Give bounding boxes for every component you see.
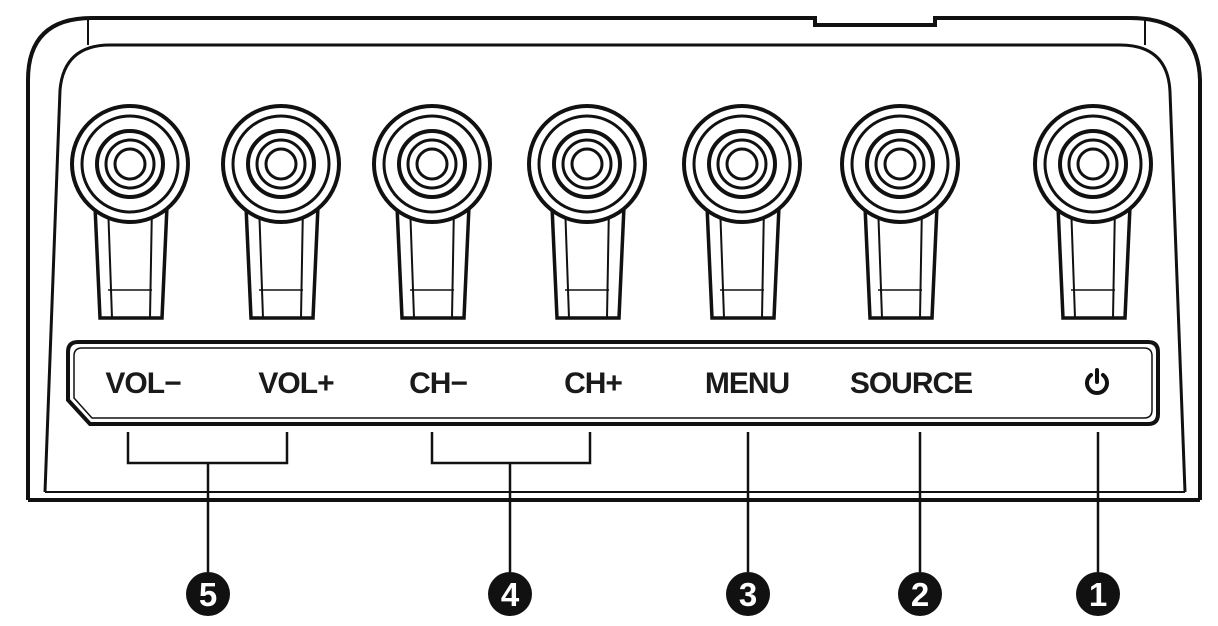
bracket-vol xyxy=(126,432,289,572)
vol-minus-button[interactable] xyxy=(70,104,190,320)
source-label: SOURCE xyxy=(849,367,973,400)
callout-1: 1 xyxy=(1076,572,1120,616)
power-button[interactable] xyxy=(1033,104,1153,320)
panel-housing-inner xyxy=(43,43,1187,493)
source-button[interactable] xyxy=(840,104,960,320)
panel-housing-outer xyxy=(26,16,1202,500)
ch-plus-label: CH+ xyxy=(564,367,623,400)
ch-minus-button[interactable] xyxy=(372,104,492,320)
vol-plus-label: VOL+ xyxy=(258,367,334,400)
bracket-ch xyxy=(430,432,592,572)
callout-2: 2 xyxy=(898,572,942,616)
callout-5: 5 xyxy=(186,572,230,616)
callout-3: 3 xyxy=(726,572,770,616)
ch-plus-button[interactable] xyxy=(527,104,647,320)
power-icon xyxy=(1085,368,1109,395)
menu-label: MENU xyxy=(704,367,790,400)
label-strip-inner xyxy=(73,347,1153,419)
callout-4: 4 xyxy=(488,572,532,616)
menu-button[interactable] xyxy=(682,104,802,320)
vol-plus-button[interactable] xyxy=(221,104,341,320)
ch-minus-label: CH− xyxy=(409,367,468,400)
vol-minus-label: VOL− xyxy=(105,367,181,400)
label-strip xyxy=(66,340,1160,426)
